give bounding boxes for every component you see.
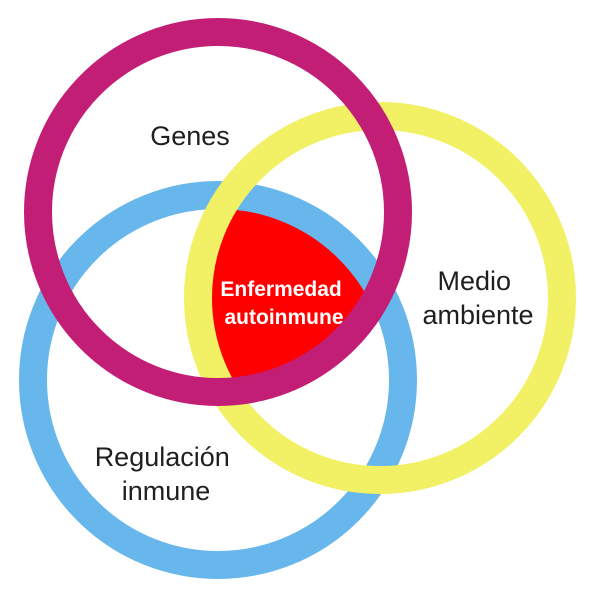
regulacion-inmune-label: Regulación inmune [95,442,238,506]
genes-ring [24,18,412,406]
regulacion-inmune-label-line-1: Regulación [95,442,230,472]
medio-ambiente-label-line-2: ambiente [422,300,533,330]
enfermedad-autoinmune-label: Enfermedad autoinmune [220,278,347,329]
medio-ambiente-label-line-1: Medio [437,266,511,296]
enfermedad-autoinmune-label-line-2: autoinmune [225,306,344,329]
enfermedad-autoinmune-label-line-1: Enfermedad [220,278,341,301]
genes-label: Genes [150,121,230,151]
medio-ambiente-label: Medio ambiente [422,266,533,330]
regulacion-inmune-label-line-2: inmune [122,476,211,506]
